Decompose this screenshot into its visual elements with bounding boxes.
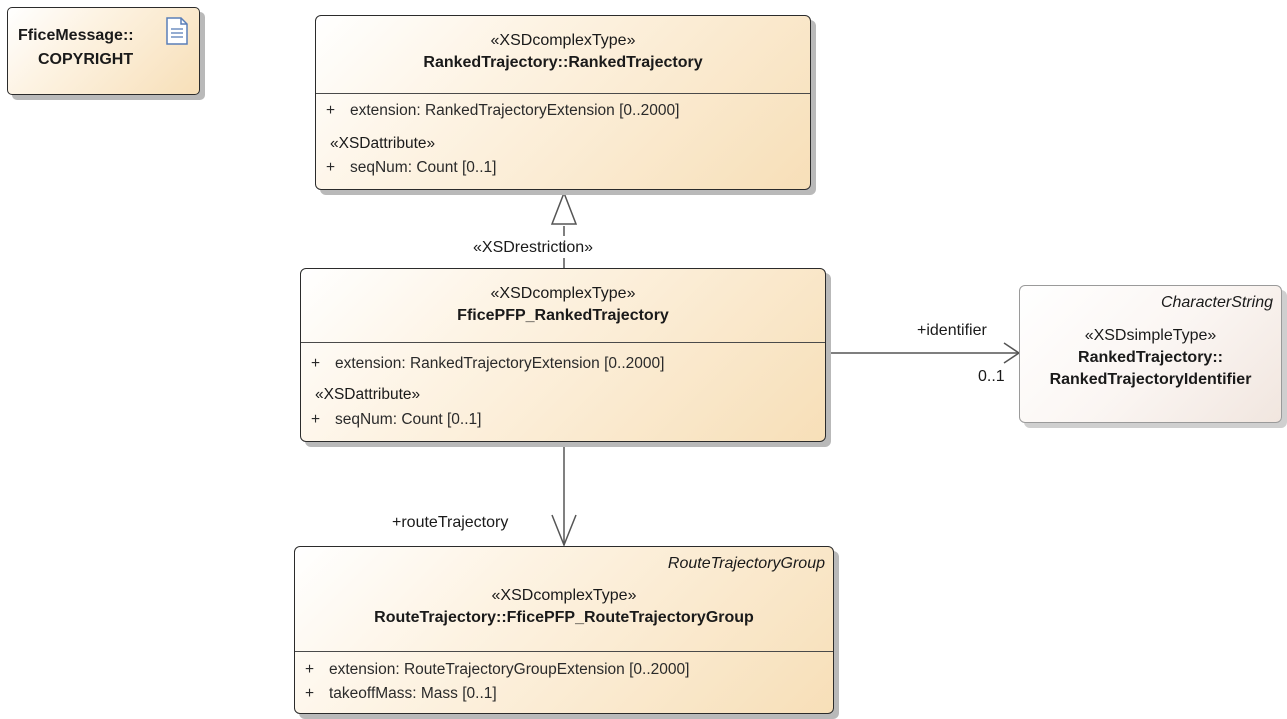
compartment-divider (295, 651, 833, 652)
attribute-stereotype: «XSDattribute» (315, 386, 421, 403)
restriction-arrowhead (550, 190, 578, 225)
identifier-role-label: +identifier (917, 322, 987, 339)
ffice-ranked-trajectory-class[interactable]: «XSDcomplexType» FficePFP_RankedTrajecto… (300, 268, 826, 442)
class-stereotype: «XSDcomplexType» (491, 587, 637, 604)
attribute-stereotype: «XSDattribute» (330, 135, 436, 152)
attribute-takeoffmass[interactable]: +takeoffMass: Mass [0..1] (305, 685, 497, 702)
class-stereotype: «XSDcomplexType» (490, 285, 636, 302)
attribute-extension[interactable]: +extension: RankedTrajectoryExtension [0… (311, 355, 665, 372)
route-role-label: +routeTrajectory (392, 514, 509, 531)
type-stereotype: «XSDsimpleType» (1084, 327, 1217, 344)
compartment-divider (301, 342, 825, 343)
attribute-seqnum[interactable]: +seqNum: Count [0..1] (326, 159, 497, 176)
class-stereotype: «XSDcomplexType» (490, 32, 636, 49)
ranked-trajectory-identifier-type[interactable]: CharacterString «XSDsimpleType» RankedTr… (1019, 285, 1282, 423)
compartment-divider (316, 93, 810, 94)
class-name: RankedTrajectory::RankedTrajectory (423, 54, 703, 71)
identifier-multiplicity: 0..1 (978, 368, 1005, 385)
restriction-label: «XSDrestriction» (473, 239, 594, 256)
class-name: FficePFP_RankedTrajectory (457, 307, 669, 324)
abstract-base-name: RouteTrajectoryGroup (667, 555, 825, 572)
ranked-trajectory-class[interactable]: «XSDcomplexType» RankedTrajectory::Ranke… (315, 15, 811, 190)
attribute-seqnum[interactable]: +seqNum: Count [0..1] (311, 411, 482, 428)
route-trajectory-group-class[interactable]: RouteTrajectoryGroup «XSDcomplexType» Ro… (294, 546, 834, 714)
copyright-line1: FficeMessage:: (18, 27, 134, 44)
attribute-extension[interactable]: +extension: RouteTrajectoryGroupExtensio… (305, 661, 690, 678)
class-name: RouteTrajectory::FficePFP_RouteTrajector… (374, 609, 754, 626)
attribute-extension[interactable]: +extension: RankedTrajectoryExtension [0… (326, 102, 680, 119)
type-name-line1: RankedTrajectory:: (1078, 349, 1223, 366)
document-icon (166, 17, 188, 45)
route-arrowhead (551, 514, 577, 548)
copyright-line2: COPYRIGHT (38, 51, 134, 68)
abstract-base-name: CharacterString (1160, 294, 1273, 311)
copyright-element[interactable]: FficeMessage:: COPYRIGHT (7, 7, 200, 95)
type-name-line2: RankedTrajectoryIdentifier (1049, 371, 1252, 388)
